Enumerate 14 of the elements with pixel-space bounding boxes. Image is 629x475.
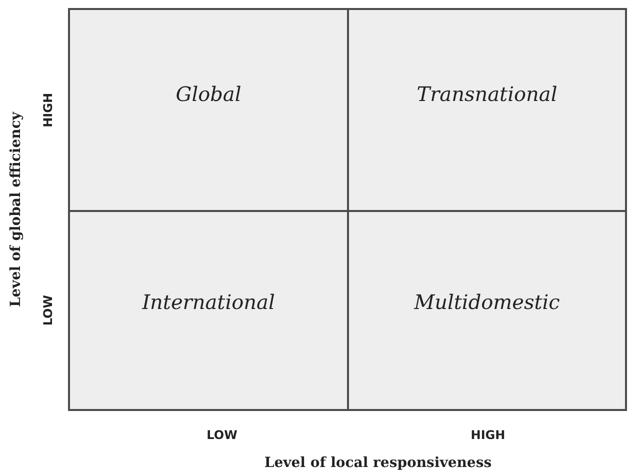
axis-tick-label: LOW bbox=[206, 428, 238, 442]
axis-tick-label: LOW bbox=[41, 294, 55, 326]
quadrant-box bbox=[347, 210, 627, 411]
axis-tick-label: HIGH bbox=[470, 428, 506, 442]
quadrant-title: Multidomestic bbox=[414, 290, 560, 314]
axis-title: Level of local responsiveness bbox=[264, 455, 492, 471]
quadrant-title: Global bbox=[176, 82, 242, 106]
quadrant-box bbox=[347, 8, 627, 212]
quadrant-box bbox=[68, 210, 349, 411]
axis-title: Level of global efficiency bbox=[8, 112, 24, 308]
quadrant-title: Transnational bbox=[416, 82, 558, 106]
axis-tick-label: HIGH bbox=[41, 92, 55, 128]
quadrant-box bbox=[68, 8, 349, 212]
quadrant-title: International bbox=[142, 290, 275, 314]
